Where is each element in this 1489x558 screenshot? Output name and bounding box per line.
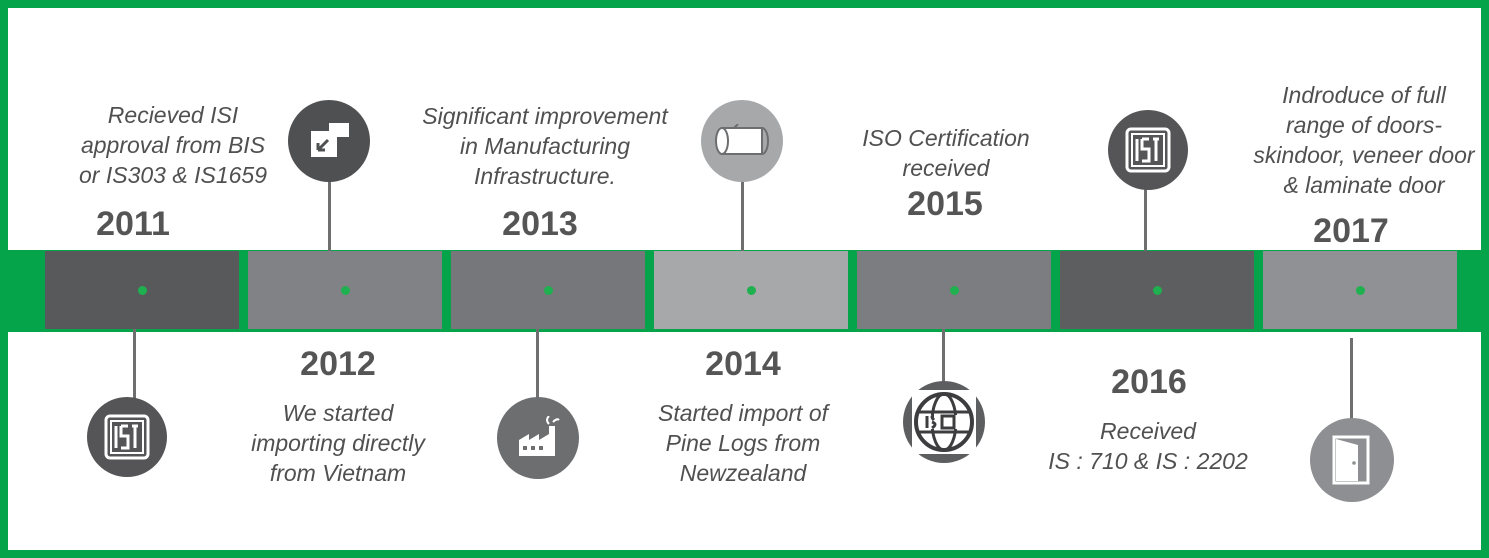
description-line: Recieved ISI — [107, 102, 239, 128]
milestone-2016-year: 2016 — [1111, 363, 1187, 401]
connector-line — [741, 178, 744, 251]
description-line: skindoor, veneer door — [1253, 142, 1475, 168]
description-line: IS : 710 & IS : 2202 — [1048, 448, 1248, 474]
connector-line — [536, 329, 539, 409]
milestone-2013-description: Significant improvement in Manufacturing… — [395, 101, 695, 191]
description-line: ISO Certification — [862, 125, 1030, 151]
timeline-segment-2014 — [654, 251, 848, 329]
description-line: Pine Logs from — [665, 430, 821, 456]
milestone-2012-year: 2012 — [300, 345, 376, 383]
description-line: or IS303 & IS1659 — [79, 162, 267, 188]
milestone-2015-year: 2015 — [907, 185, 983, 223]
iso-globe-icon — [903, 381, 985, 463]
timeline-dot — [341, 286, 350, 295]
description-line: range of doors- — [1286, 112, 1442, 138]
isi-mark-icon — [87, 397, 167, 477]
description-line: Infrastructure. — [474, 163, 616, 189]
description-line: Received — [1100, 418, 1196, 444]
description-line: in Manufacturing — [459, 133, 631, 159]
milestone-2011-year: 2011 — [96, 205, 170, 243]
milestone-2016-description: Received IS : 710 & IS : 2202 — [1038, 416, 1258, 476]
description-line: importing directly — [251, 430, 425, 456]
door-icon — [1310, 418, 1394, 502]
timeline-segment-2012 — [248, 251, 442, 329]
milestone-2015-description: ISO Certification received — [846, 123, 1046, 183]
timeline-dot — [138, 286, 147, 295]
timeline-dot — [1356, 286, 1365, 295]
connector-line — [1350, 338, 1353, 423]
description-line: & laminate door — [1283, 172, 1445, 198]
description-line: Indroduce of full — [1282, 82, 1446, 108]
timeline-dot — [544, 286, 553, 295]
connector-line — [1144, 178, 1147, 251]
milestone-2011-description: Recieved ISI approval from BIS or IS303 … — [48, 100, 298, 190]
timeline-segment-2011 — [45, 251, 239, 329]
description-line: from Vietnam — [269, 460, 407, 486]
timeline-dot — [950, 286, 959, 295]
milestone-2017-year: 2017 — [1313, 212, 1389, 250]
timeline-segment-2013 — [451, 251, 645, 329]
milestone-2012-description: We started importing directly from Vietn… — [238, 398, 438, 488]
description-line: We started — [282, 400, 394, 426]
description-line: Newzealand — [679, 460, 807, 486]
description-line: received — [902, 155, 990, 181]
connector-line — [133, 329, 136, 409]
milestone-2013-year: 2013 — [502, 205, 578, 243]
connector-line — [328, 178, 331, 251]
log-icon — [701, 100, 783, 182]
milestone-2017-description: Indroduce of full range of doors- skindo… — [1244, 80, 1481, 200]
description-line: approval from BIS — [80, 132, 266, 158]
factory-icon — [497, 397, 579, 479]
milestone-2014-description: Started import of Pine Logs from Newzeal… — [638, 398, 848, 488]
timeline-dot — [1153, 286, 1162, 295]
milestone-2014-year: 2014 — [705, 345, 781, 383]
connector-line — [942, 329, 945, 389]
timeline-segment-2016 — [1060, 251, 1254, 329]
isi-mark-icon — [1108, 110, 1188, 190]
import-icon — [288, 100, 370, 182]
timeline-segment-2017 — [1263, 251, 1457, 329]
description-line: Significant improvement — [422, 103, 668, 129]
timeline-dot — [747, 286, 756, 295]
description-line: Started import of — [657, 400, 829, 426]
timeline-segment-2015 — [857, 251, 1051, 329]
